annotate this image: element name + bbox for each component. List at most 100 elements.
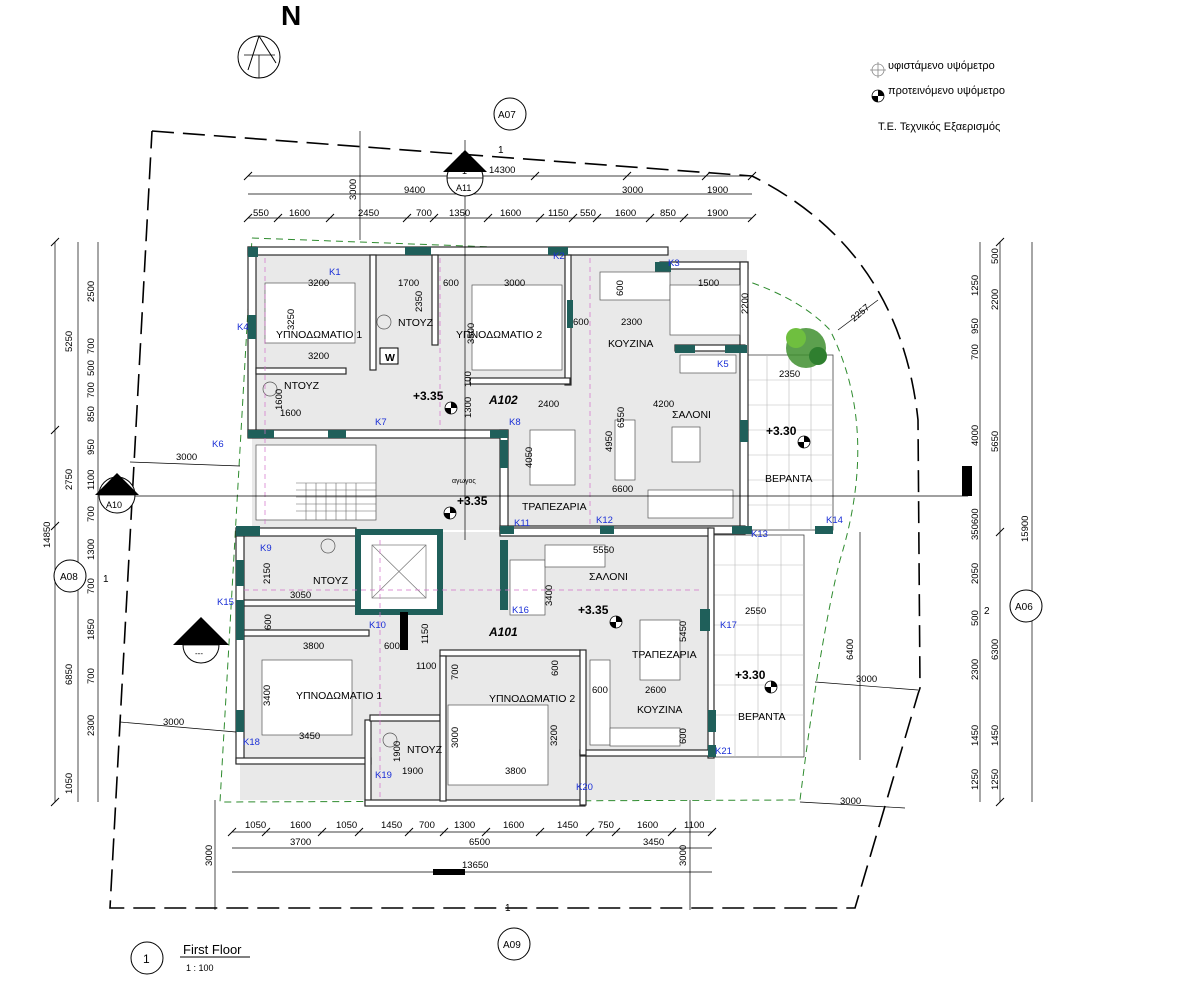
svg-text:1900: 1900	[707, 208, 728, 219]
level-markers	[443, 401, 811, 694]
window-tag: K4	[237, 322, 249, 333]
room-label: ΤΡΑΠΕΖΑΡΙΑ	[522, 501, 587, 513]
furniture	[261, 271, 741, 786]
unit-labels: A102 A101	[488, 393, 518, 639]
section-marker-a10: 1 A10	[95, 473, 139, 514]
svg-text:3800: 3800	[505, 766, 526, 777]
window-tag: K14	[826, 515, 843, 526]
svg-text:5250: 5250	[64, 331, 75, 352]
svg-text:500: 500	[86, 360, 97, 376]
svg-text:3400: 3400	[262, 685, 273, 706]
svg-text:2750: 2750	[64, 469, 75, 490]
svg-text:3000: 3000	[204, 845, 215, 866]
svg-text:700: 700	[86, 338, 97, 354]
svg-text:600: 600	[678, 728, 689, 744]
svg-text:1450: 1450	[557, 820, 578, 831]
svg-text:3000: 3000	[348, 179, 359, 200]
svg-text:2550: 2550	[745, 606, 766, 617]
room-label: W	[385, 352, 395, 364]
svg-text:2200: 2200	[740, 293, 751, 314]
svg-text:100: 100	[463, 371, 474, 387]
svg-text:4200: 4200	[653, 399, 674, 410]
svg-text:3000: 3000	[504, 278, 525, 289]
section-marker-a06: A06 2	[984, 589, 1043, 623]
svg-text:2300: 2300	[621, 317, 642, 328]
svg-text:A10: A10	[106, 500, 122, 510]
svg-text:950: 950	[970, 318, 981, 334]
duct-label: αγωγος	[452, 478, 476, 485]
svg-text:4000: 4000	[970, 425, 981, 446]
svg-text:700: 700	[86, 506, 97, 522]
title-scale: 1 : 100	[186, 963, 214, 973]
svg-text:3250: 3250	[286, 309, 297, 330]
svg-text:1: 1	[505, 903, 511, 914]
svg-text:1850: 1850	[86, 619, 97, 640]
room-label: ΣΑΛΟΝΙ	[589, 571, 628, 583]
svg-text:3500: 3500	[466, 323, 477, 344]
svg-text:500: 500	[990, 248, 1001, 264]
legend-existing-label: υφιστάμενο υψόμετρο	[888, 60, 995, 72]
svg-text:9400: 9400	[404, 185, 425, 196]
svg-text:3000: 3000	[450, 727, 461, 748]
window-tag: K16	[512, 605, 529, 616]
svg-text:2300: 2300	[970, 659, 981, 680]
svg-text:1100: 1100	[416, 661, 436, 672]
svg-text:1300: 1300	[463, 397, 474, 418]
svg-text:6300: 6300	[990, 639, 1001, 660]
svg-text:700: 700	[86, 382, 97, 398]
dimension-ticks	[50, 171, 1005, 837]
svg-text:1450: 1450	[381, 820, 402, 831]
svg-text:600: 600	[443, 278, 459, 289]
svg-text:2500: 2500	[86, 281, 97, 302]
svg-text:6500: 6500	[469, 837, 490, 848]
tree-icon	[786, 328, 827, 368]
svg-text:3450: 3450	[299, 731, 320, 742]
proposed-level-icon	[871, 89, 885, 103]
svg-text:A08: A08	[60, 572, 78, 583]
svg-text:700: 700	[450, 664, 461, 680]
svg-text:1: 1	[462, 166, 467, 176]
room-label: ΚΟΥΖΙΝΑ	[637, 704, 682, 716]
svg-text:1900: 1900	[392, 741, 403, 762]
room-label: ΒΕΡΑΝΤΑ	[738, 711, 785, 723]
overhang-lines	[244, 258, 700, 800]
room-label: ΝΤΟΥΖ	[313, 575, 349, 587]
window-tag: K12	[596, 515, 613, 526]
unit-label-a102: A102	[488, 393, 518, 407]
svg-text:1150: 1150	[420, 624, 431, 644]
room-label: ΥΠΝΟΔΩΜΑΤΙΟ 1	[296, 690, 382, 702]
svg-text:700: 700	[86, 668, 97, 684]
svg-text:1: 1	[498, 145, 504, 156]
svg-text:1500: 1500	[698, 278, 719, 289]
window-tag: K19	[375, 770, 392, 781]
svg-text:3700: 3700	[290, 837, 311, 848]
level-label: +3.30	[735, 668, 766, 682]
room-label: ΝΤΟΥΖ	[407, 744, 443, 756]
svg-text:1450: 1450	[970, 725, 981, 746]
svg-text:---: ---	[195, 649, 203, 658]
title-name: First Floor	[183, 942, 242, 957]
svg-text:3000: 3000	[840, 796, 861, 807]
svg-text:3000: 3000	[176, 452, 197, 463]
svg-text:6400: 6400	[845, 639, 856, 660]
window-tag: K6	[212, 439, 224, 450]
level-icon	[444, 401, 458, 415]
svg-text:A07: A07	[498, 110, 516, 121]
section-marker-a08: A08 1	[53, 559, 109, 593]
site-boundary	[109, 130, 921, 909]
svg-text:2: 2	[984, 606, 990, 617]
svg-text:3800: 3800	[303, 641, 324, 652]
svg-text:600: 600	[592, 685, 608, 696]
existing-level-icon	[870, 62, 886, 78]
top-dimension-labels: 14300 9400 3000 1900 3000 550 1600 2450 …	[253, 165, 728, 219]
north-arrow: N	[237, 0, 301, 79]
room-label: ΒΕΡΑΝΤΑ	[765, 473, 812, 485]
svg-text:1: 1	[103, 574, 109, 585]
svg-text:950: 950	[86, 439, 97, 455]
room-label: ΥΠΝΟΔΩΜΑΤΙΟ 2	[489, 693, 575, 705]
svg-text:1100: 1100	[684, 820, 704, 831]
svg-text:700: 700	[86, 578, 97, 594]
bottom-marker	[433, 869, 465, 875]
window-tag: K11	[514, 518, 530, 529]
window-tag: K8	[509, 417, 521, 428]
